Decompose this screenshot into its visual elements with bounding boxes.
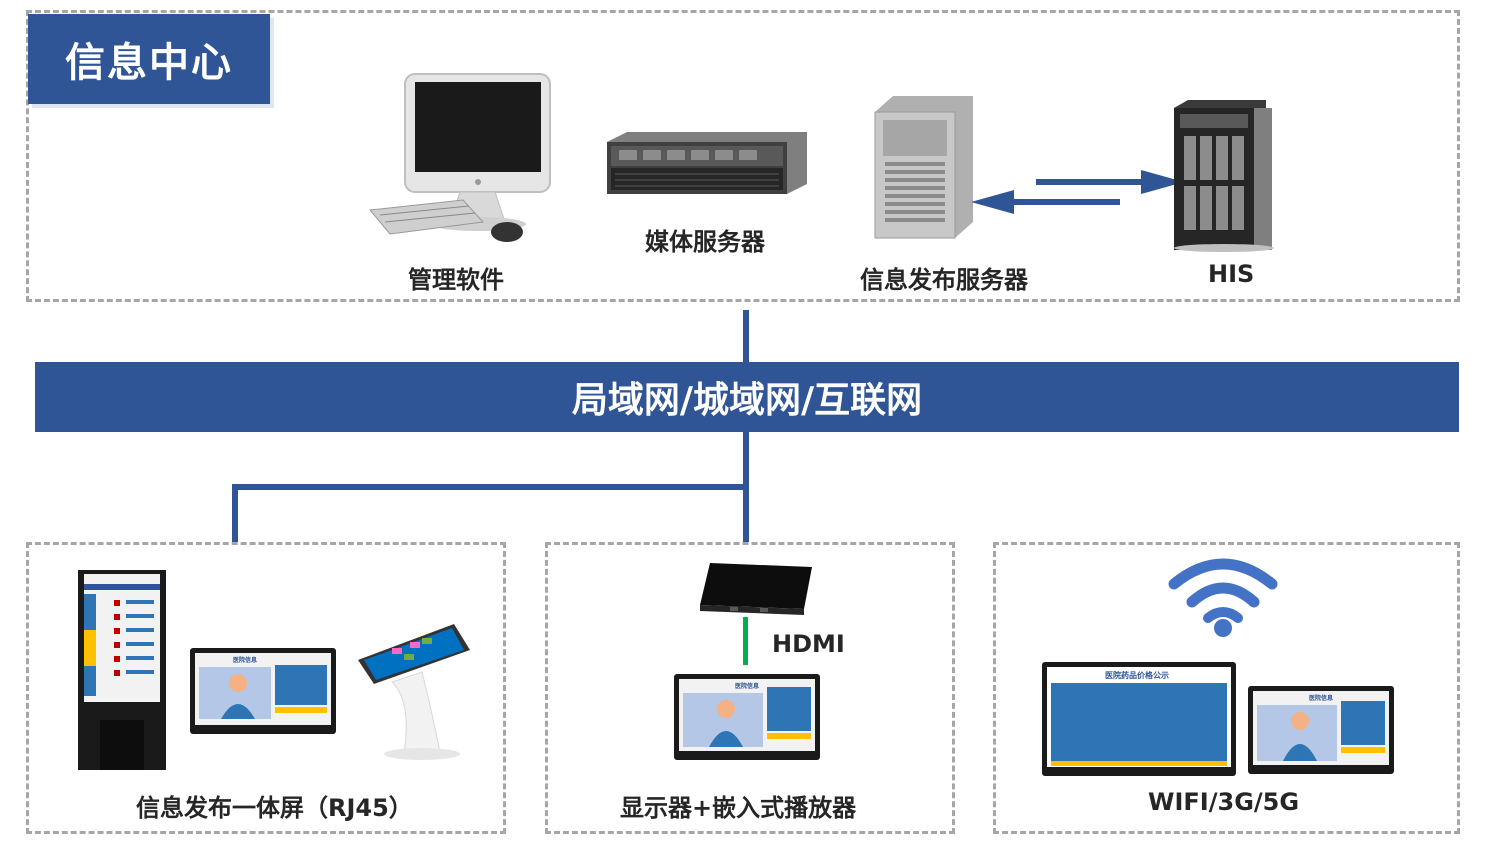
- screen-title: 医院信息: [735, 683, 760, 690]
- wireless-label: WIFI/3G/5G: [1148, 788, 1300, 816]
- tower-server-icon: [874, 96, 973, 239]
- touch-kiosk-icon: [358, 624, 470, 760]
- info-center-region: [26, 10, 1460, 302]
- downlink-branch-vertical: [232, 484, 238, 542]
- doctor-image-icon: [221, 674, 255, 719]
- info-center-title: 信息中心: [28, 14, 270, 104]
- wifi-icon: [1168, 558, 1278, 637]
- embedded-player-icon: [700, 563, 812, 615]
- hdmi-cable-line: [743, 617, 748, 665]
- downlink-branch-horizontal: [232, 484, 749, 490]
- rj45-terminal-region: [26, 542, 506, 834]
- hdmi-label: HDMI: [772, 630, 845, 658]
- embedded-terminal-region: [545, 542, 955, 834]
- doctor-image-icon: [1283, 712, 1317, 761]
- embedded-label: 显示器+嵌入式播放器: [620, 794, 857, 822]
- price-board-title: 医院药品价格公示: [1105, 671, 1169, 680]
- rj45-label: 信息发布一体屏（RJ45）: [136, 794, 413, 822]
- doctor-image-icon: [709, 700, 743, 747]
- wireless-monitor: 医院信息: [1248, 686, 1394, 774]
- embedded-monitor: 医院信息: [674, 674, 820, 760]
- uplink-line: [743, 310, 749, 362]
- price-board-display: 医院药品价格公示: [1042, 662, 1236, 776]
- rack-server-icon: [607, 132, 807, 194]
- his-server-icon: [1174, 100, 1274, 252]
- screen-title: 医院信息: [1309, 695, 1334, 702]
- publish-server-label: 信息发布服务器: [860, 266, 1028, 294]
- desktop-computer-icon: [369, 73, 551, 242]
- network-banner: 局域网/城域网/互联网: [35, 362, 1459, 432]
- management-software-label: 管理软件: [408, 266, 504, 294]
- screen-title: 医院信息: [233, 657, 258, 664]
- sync-arrows-icon: [971, 170, 1184, 214]
- standing-kiosk-icon: [78, 570, 166, 770]
- his-label: HIS: [1208, 260, 1255, 288]
- wireless-terminal-region: [993, 542, 1460, 834]
- media-server-label: 媒体服务器: [645, 228, 765, 256]
- wall-display: 医院信息: [190, 648, 336, 734]
